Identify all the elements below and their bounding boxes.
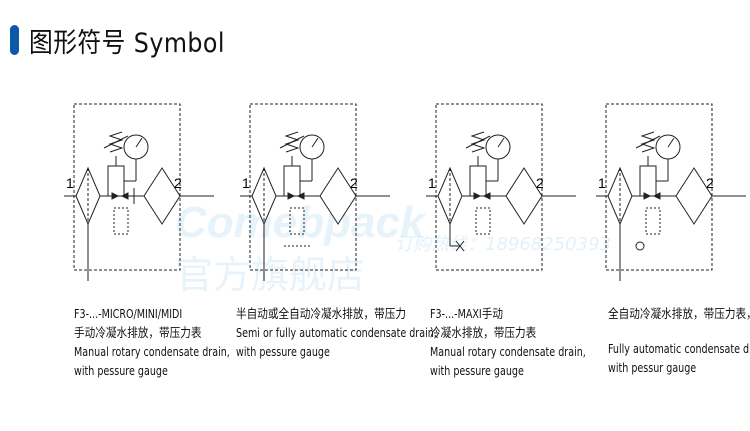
caption-micro: F3-...-MICRO/MINI/MIDI 手动冷凝水排放，带压力表 Manu… bbox=[74, 304, 230, 380]
section-title: 图形符号 Symbol bbox=[29, 27, 225, 59]
pneumatic-symbol-diagram: 1 2 bbox=[596, 103, 746, 281]
caption-line: with pessure gauge bbox=[74, 363, 168, 378]
pneumatic-symbol-diagram: 1 2 bbox=[426, 103, 576, 271]
port-out-label: 2 bbox=[350, 175, 358, 191]
pneumatic-symbol-diagram: 1 2 bbox=[240, 103, 390, 281]
caption-line: F3-...-MICRO/MINI/MIDI bbox=[74, 306, 183, 321]
watermark-store: 官方旗舰店 bbox=[175, 253, 366, 297]
caption-semi-auto: 半自动或全自动冷凝水排放，带压力 Semi or fully automatic… bbox=[236, 304, 437, 361]
watermark-hotline: 订购热线：18968250393 bbox=[395, 234, 611, 255]
caption-line: Manual rotary condensate drain, bbox=[430, 344, 586, 359]
caption-line: 全自动冷凝水排放，带压力表， bbox=[608, 306, 750, 321]
port-in-label: 1 bbox=[598, 175, 606, 191]
port-in-label: 1 bbox=[428, 175, 436, 191]
caption-line: with pessure gauge bbox=[430, 363, 524, 378]
port-in-label: 1 bbox=[66, 175, 74, 191]
caption-line: 冷凝水排放，带压力表 bbox=[430, 325, 537, 340]
port-out-label: 2 bbox=[536, 175, 544, 191]
symbol-frl-micro: 1 2 bbox=[64, 96, 214, 281]
pneumatic-symbol-diagram: 1 2 bbox=[64, 103, 214, 281]
symbol-frl-semi-auto: 1 2 bbox=[240, 96, 390, 281]
caption-line: Fully automatic condensate drain, bbox=[608, 341, 750, 356]
caption-line: with pessure gauge bbox=[236, 344, 330, 359]
caption-line: 半自动或全自动冷凝水排放，带压力 bbox=[236, 306, 407, 321]
caption-line: F3-...-MAXI手动 bbox=[430, 306, 503, 321]
symbol-frl-maxi: 1 2 bbox=[426, 96, 576, 281]
caption-line: 手动冷凝水排放，带压力表 bbox=[74, 325, 202, 340]
caption-line: Manual rotary condensate drain, bbox=[74, 344, 230, 359]
port-out-label: 2 bbox=[174, 175, 182, 191]
watermark-brand: Comebpack bbox=[175, 198, 425, 247]
caption-line: with pessur gauge bbox=[608, 360, 697, 375]
bullet-marker bbox=[10, 25, 19, 55]
caption-full-auto: 全自动冷凝水排放，带压力表， Fully automatic condensat… bbox=[608, 304, 750, 377]
symbol-frl-full-auto: 1 2 bbox=[596, 96, 746, 281]
port-out-label: 2 bbox=[706, 175, 714, 191]
section-header: 图形符号 Symbol bbox=[10, 20, 252, 60]
caption-line: Semi or fully automatic condensate drain… bbox=[236, 325, 437, 340]
port-in-label: 1 bbox=[242, 175, 250, 191]
caption-maxi: F3-...-MAXI手动 冷凝水排放，带压力表 Manual rotary c… bbox=[430, 304, 586, 380]
